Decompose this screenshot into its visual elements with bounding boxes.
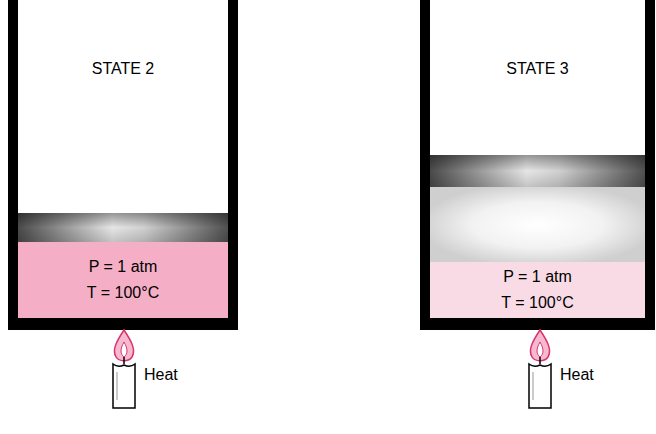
liquid-region: P = 1 atmT = 100°C xyxy=(430,262,645,318)
piston xyxy=(18,213,228,242)
state-title: STATE 3 xyxy=(430,60,645,78)
piston-shade xyxy=(430,155,645,187)
cylinder-bottom xyxy=(8,318,238,330)
vapor-region xyxy=(430,187,645,263)
cylinder-region: STATE 3 P = 1 atmT = 100°C xyxy=(430,0,645,318)
cylinder-wall xyxy=(228,0,238,330)
cylinder-wall xyxy=(420,0,430,330)
state-property: P = 1 atm xyxy=(503,264,572,290)
state-title: STATE 2 xyxy=(18,60,228,78)
candle xyxy=(113,330,135,408)
heat-label: Heat xyxy=(560,366,594,384)
piston-shade xyxy=(18,213,228,242)
cylinder-region: STATE 2 P = 1 atmT = 100°C xyxy=(18,0,228,318)
cylinder-bottom xyxy=(420,318,655,330)
state-property: T = 100°C xyxy=(501,290,573,316)
state-property: P = 1 atm xyxy=(89,254,158,280)
cylinder-wall xyxy=(8,0,18,330)
liquid-region: P = 1 atmT = 100°C xyxy=(18,242,228,318)
piston xyxy=(430,155,645,187)
heat-label: Heat xyxy=(144,366,178,384)
cylinder-wall xyxy=(645,0,655,330)
state-property: T = 100°C xyxy=(87,280,159,306)
candle xyxy=(529,330,551,408)
